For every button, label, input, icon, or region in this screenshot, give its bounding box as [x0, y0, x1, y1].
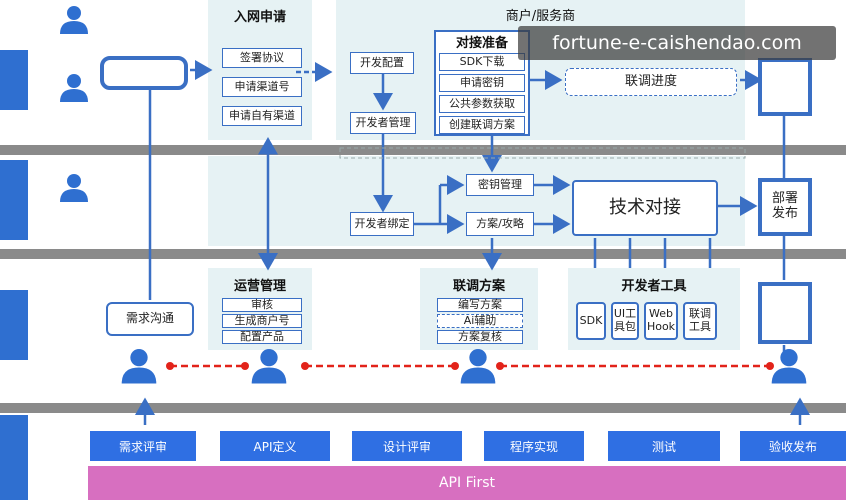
application-title: 入网申请	[233, 10, 286, 25]
right-top-box	[758, 58, 812, 116]
plan-strategy-box[interactable]: 方案/攻略	[466, 212, 534, 236]
person-icon-3	[60, 174, 88, 202]
progress-box[interactable]: 联调进度	[565, 68, 737, 96]
dev-tool-sdk[interactable]: SDK	[576, 302, 606, 340]
flow-step-api-definition[interactable]: API定义	[220, 431, 330, 461]
flow-step-requirement-review[interactable]: 需求评审	[90, 431, 196, 461]
lane-label-4	[0, 415, 28, 500]
application-item-channel[interactable]: 申请渠道号	[222, 77, 302, 97]
merchant-title: 商户/服务商	[505, 9, 576, 24]
lane-label-1	[0, 50, 28, 110]
api-first-bar: API First	[88, 466, 846, 500]
lane-separator-2	[0, 249, 846, 259]
dev-tool-ui-kit[interactable]: UI工 具包	[611, 302, 639, 340]
right-lower-box	[758, 282, 812, 344]
dev-tool-debug[interactable]: 联调 工具	[683, 302, 717, 340]
operations-item-merchant-no[interactable]: 生成商户号	[222, 314, 302, 328]
person-icon-2	[60, 74, 88, 102]
operations-item-product[interactable]: 配置产品	[222, 330, 302, 344]
tech-docking-box[interactable]: 技术对接	[572, 180, 718, 236]
person-icon-6	[460, 348, 496, 384]
lane-label-2	[0, 160, 28, 240]
prep-item-plan[interactable]: 创建联调方案	[439, 116, 525, 134]
joint-plan-item-review[interactable]: 方案复核	[437, 330, 523, 344]
flow-step-acceptance[interactable]: 验收发布	[740, 431, 846, 461]
prep-item-key[interactable]: 申请密钥	[439, 74, 525, 92]
flow-step-implementation[interactable]: 程序实现	[484, 431, 584, 461]
dev-config-box[interactable]: 开发配置	[350, 52, 414, 74]
lane-separator-1	[0, 145, 846, 155]
joint-plan-title: 联调方案	[452, 279, 505, 294]
operations-item-review[interactable]: 审核	[222, 298, 302, 312]
application-item-own-channel[interactable]: 申请自有渠道	[222, 106, 302, 126]
flow-step-design-review[interactable]: 设计评审	[352, 431, 462, 461]
flow-step-testing[interactable]: 测试	[608, 431, 720, 461]
key-manage-box[interactable]: 密钥管理	[466, 174, 534, 196]
person-icon-5	[251, 348, 287, 384]
dev-manage-box[interactable]: 开发者管理	[350, 112, 416, 134]
deploy-box[interactable]: 部署 发布	[758, 178, 812, 236]
person-icon-1	[60, 6, 88, 34]
lane-separator-3	[0, 403, 846, 413]
joint-plan-item-write[interactable]: 编写方案	[437, 298, 523, 312]
operations-title: 运营管理	[233, 279, 286, 294]
dev-bind-box[interactable]: 开发者绑定	[350, 212, 414, 236]
prep-item-sdk[interactable]: SDK下载	[439, 53, 525, 71]
requirement-box[interactable]: 需求沟通	[106, 302, 194, 336]
stakeholder-box	[100, 56, 188, 90]
lane-label-3	[0, 290, 28, 360]
joint-plan-item-ai[interactable]: Ai辅助	[437, 314, 523, 328]
prep-title: 对接准备	[455, 36, 508, 51]
application-item-sign[interactable]: 签署协议	[222, 48, 302, 68]
prep-item-params[interactable]: 公共参数获取	[439, 95, 525, 113]
watermark: fortune-e-caishendao.com	[518, 26, 836, 60]
person-icon-7	[771, 348, 807, 384]
dev-tools-title: 开发者工具	[621, 279, 687, 294]
person-icon-4	[121, 348, 157, 384]
dev-tool-webhook[interactable]: Web Hook	[644, 302, 678, 340]
